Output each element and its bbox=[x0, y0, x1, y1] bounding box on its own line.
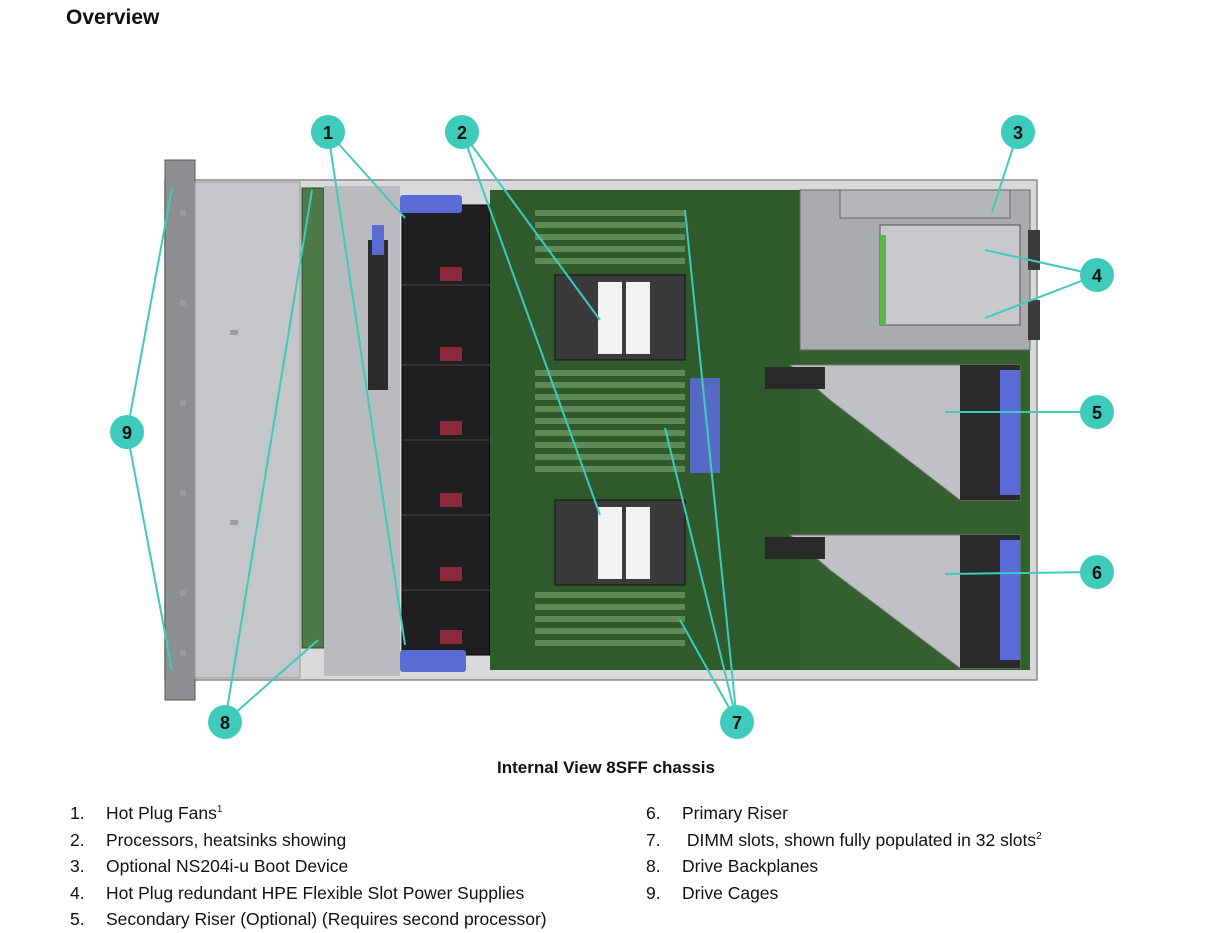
legend-item: 2. Processors, heatsinks showing bbox=[70, 827, 547, 854]
dimm-slots bbox=[535, 210, 685, 646]
legend-text: Processors, heatsinks showing bbox=[106, 829, 347, 850]
power-supply-bay bbox=[799, 189, 1040, 351]
boot-holder bbox=[368, 240, 388, 390]
legend-number: 7. bbox=[646, 829, 661, 850]
drive-backplane bbox=[301, 187, 325, 649]
legend-text: Hot Plug Fans bbox=[106, 803, 217, 823]
callout-6: 6 bbox=[1080, 555, 1114, 589]
legend-text: Drive Backplanes bbox=[682, 856, 819, 876]
callout-label: 1 bbox=[323, 123, 333, 143]
legend-item: 5. Secondary Riser (Optional) (Requires s… bbox=[70, 906, 547, 933]
callout-4: 4 bbox=[1080, 258, 1114, 292]
legend-text: DIMM slots, shown fully populated in 32 … bbox=[682, 829, 1037, 850]
drive-cages bbox=[180, 181, 301, 679]
secondary-riser bbox=[765, 364, 1021, 501]
callout-3: 3 bbox=[1001, 115, 1035, 149]
legend-number: 3. bbox=[70, 856, 85, 876]
processor-heatsink-2 bbox=[554, 499, 686, 586]
legend-number: 6. bbox=[646, 803, 661, 823]
callout-label: 9 bbox=[122, 423, 132, 443]
cable-area bbox=[324, 186, 400, 676]
legend-text: Hot Plug redundant HPE Flexible Slot Pow… bbox=[106, 882, 525, 903]
page-title: Overview bbox=[66, 6, 160, 29]
legend-item: 6. Primary Riser bbox=[646, 800, 1042, 827]
legend-number: 9. bbox=[646, 882, 661, 903]
callout-label: 8 bbox=[220, 713, 230, 733]
callout-label: 3 bbox=[1013, 123, 1023, 143]
callout-label: 7 bbox=[732, 713, 742, 733]
callout-label: 5 bbox=[1092, 403, 1102, 423]
callout-label: 4 bbox=[1092, 266, 1102, 286]
figure-caption: Internal View 8SFF chassis bbox=[497, 758, 715, 777]
legend-text: Primary Riser bbox=[682, 803, 788, 823]
legend-number: 8. bbox=[646, 856, 661, 876]
chassis-diagram: 1 2 3 4 5 6 7 8 9 bbox=[110, 115, 1114, 739]
legend-item: 9. Drive Cages bbox=[646, 880, 1042, 907]
callout-5: 5 bbox=[1080, 395, 1114, 429]
legend-column-left: 1. Hot Plug Fans1 2. Processors, heatsinks… bbox=[70, 800, 547, 933]
legend-footnote: 2 bbox=[1036, 830, 1042, 842]
legend-text: Drive Cages bbox=[682, 882, 779, 903]
legend-item: 4. Hot Plug redundant HPE Flexible Slot P… bbox=[70, 880, 547, 907]
callout-label: 2 bbox=[457, 123, 467, 143]
legend-item: 1. Hot Plug Fans1 bbox=[70, 800, 547, 827]
callout-7: 7 bbox=[720, 705, 754, 739]
legend-item: 8. Drive Backplanes bbox=[646, 853, 1042, 880]
callout-1: 1 bbox=[311, 115, 345, 149]
legend-number: 4. bbox=[70, 882, 85, 903]
legend-item: 7. DIMM slots, shown fully populated in … bbox=[646, 827, 1042, 854]
legend-number: 5. bbox=[70, 909, 85, 929]
front-bezel bbox=[164, 159, 196, 701]
callout-9: 9 bbox=[110, 415, 144, 449]
legend-column-right: 6. Primary Riser 7. DIMM slots, shown ful… bbox=[646, 800, 1042, 906]
callout-label: 6 bbox=[1092, 563, 1102, 583]
legend-text: Optional NS204i-u Boot Device bbox=[106, 856, 349, 876]
legend-number: 1. bbox=[70, 803, 85, 823]
legend-item: 3. Optional NS204i-u Boot Device bbox=[70, 853, 547, 880]
fan-bank bbox=[400, 195, 491, 672]
legend-text: Secondary Riser (Optional) (Requires sec… bbox=[106, 909, 547, 929]
callout-2: 2 bbox=[445, 115, 479, 149]
processor-heatsink-1 bbox=[554, 274, 686, 361]
primary-riser bbox=[765, 534, 1021, 669]
legend-number: 2. bbox=[70, 829, 85, 850]
callout-8: 8 bbox=[208, 705, 242, 739]
legend-footnote: 1 bbox=[216, 804, 223, 815]
